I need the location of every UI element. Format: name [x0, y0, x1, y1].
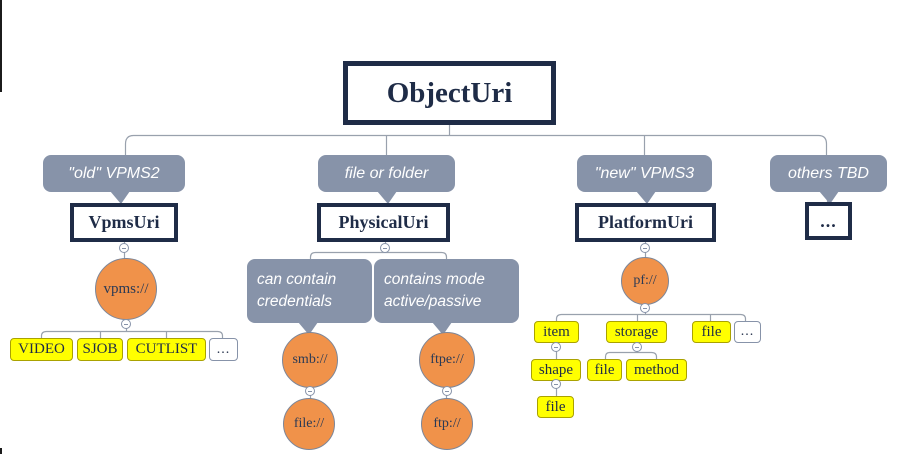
node-video[interactable]: VIDEO	[10, 338, 73, 361]
collapse-toggle-icon[interactable]	[551, 379, 561, 389]
note-can-contain-credentials[interactable]: can contain credentials	[247, 259, 372, 323]
callout-others-tbd[interactable]: others TBD	[770, 155, 887, 192]
collapse-toggle-icon[interactable]	[121, 319, 131, 329]
callout-file-or-folder[interactable]: file or folder	[318, 155, 455, 192]
node-sjob[interactable]: SJOB	[77, 338, 123, 361]
node-objecturi[interactable]: ObjectUri	[343, 61, 556, 125]
collapse-toggle-icon[interactable]	[632, 342, 642, 352]
node-vpms-scheme[interactable]: vpms://	[95, 258, 157, 320]
node-cutlist[interactable]: CUTLIST	[127, 338, 206, 361]
collapse-toggle-icon[interactable]	[305, 386, 315, 396]
node-physicaluri[interactable]: PhysicalUri	[317, 203, 450, 242]
node-ftp-scheme[interactable]: ftp://	[421, 398, 473, 450]
node-platform-more[interactable]: ...	[734, 321, 761, 343]
node-platformuri[interactable]: PlatformUri	[575, 203, 716, 242]
collapse-toggle-icon[interactable]	[442, 386, 452, 396]
node-smb-scheme[interactable]: smb://	[282, 332, 338, 388]
callout-old-vpms2[interactable]: "old" VPMS2	[43, 155, 185, 192]
collapse-toggle-icon[interactable]	[119, 243, 129, 253]
collapse-toggle-icon[interactable]	[640, 303, 650, 313]
window-edge-line	[0, 0, 2, 92]
collapse-toggle-icon[interactable]	[640, 243, 650, 253]
node-shape-file[interactable]: file	[537, 396, 574, 418]
node-pf-scheme[interactable]: pf://	[621, 257, 669, 305]
node-file[interactable]: file	[692, 321, 731, 343]
note-contains-mode[interactable]: contains mode active/passive	[374, 259, 519, 323]
node-smb-file-scheme[interactable]: file://	[283, 398, 335, 450]
node-others-ellipsis[interactable]: ...	[805, 202, 852, 240]
node-shape[interactable]: shape	[531, 359, 581, 381]
node-storage[interactable]: storage	[606, 321, 667, 343]
collapse-toggle-icon[interactable]	[551, 342, 561, 352]
node-item[interactable]: item	[534, 321, 579, 343]
collapse-toggle-icon[interactable]	[380, 243, 390, 253]
node-method[interactable]: method	[626, 359, 687, 381]
window-edge-mark	[0, 448, 2, 454]
callout-new-vpms3[interactable]: "new" VPMS3	[577, 155, 712, 192]
node-vpmsuri[interactable]: VpmsUri	[70, 203, 178, 242]
node-storage-file[interactable]: file	[587, 359, 622, 381]
node-vpms-more[interactable]: ...	[209, 338, 238, 361]
node-ftpe-scheme[interactable]: ftpe://	[419, 332, 475, 388]
